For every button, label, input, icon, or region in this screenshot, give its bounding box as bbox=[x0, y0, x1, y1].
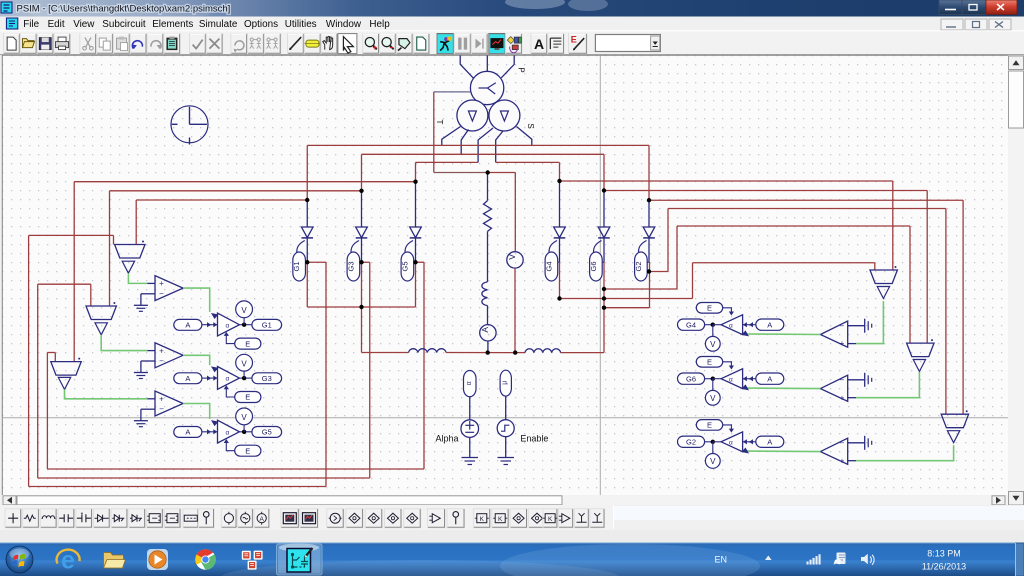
svg-text:α: α bbox=[729, 376, 733, 383]
svg-text:G5: G5 bbox=[262, 428, 272, 437]
svg-text:V: V bbox=[241, 413, 247, 422]
svg-text:−: − bbox=[840, 439, 845, 448]
svg-text:Help: Help bbox=[369, 19, 390, 30]
svg-text:K: K bbox=[480, 516, 485, 523]
svg-text:α: α bbox=[226, 376, 230, 383]
svg-text:A: A bbox=[534, 36, 544, 52]
svg-text:E: E bbox=[245, 393, 250, 402]
svg-text:A: A bbox=[767, 320, 772, 329]
svg-text:G6: G6 bbox=[686, 374, 696, 383]
svg-text:μ: μ bbox=[502, 381, 509, 385]
svg-text:A: A bbox=[260, 516, 265, 523]
svg-text:G4: G4 bbox=[686, 320, 696, 329]
svg-text:S: S bbox=[526, 123, 535, 128]
svg-text:V: V bbox=[710, 457, 716, 466]
svg-text:−: − bbox=[159, 289, 164, 298]
svg-text:Enable: Enable bbox=[520, 434, 548, 444]
svg-text:A: A bbox=[480, 327, 490, 333]
svg-text:α: α bbox=[226, 322, 230, 329]
svg-text:G4: G4 bbox=[544, 261, 553, 271]
svg-text:−: − bbox=[159, 356, 164, 365]
svg-text:α: α bbox=[729, 322, 733, 329]
svg-text:View: View bbox=[73, 19, 95, 30]
svg-text:α: α bbox=[466, 381, 473, 385]
svg-text:E: E bbox=[707, 421, 712, 430]
svg-text:G1: G1 bbox=[262, 321, 272, 330]
svg-text:V: V bbox=[710, 340, 716, 349]
svg-text:E: E bbox=[707, 358, 712, 367]
svg-text:File: File bbox=[23, 19, 39, 30]
svg-text:+: + bbox=[159, 346, 164, 355]
svg-text:Alpha: Alpha bbox=[436, 434, 459, 444]
svg-text:A: A bbox=[185, 428, 190, 437]
svg-text:E: E bbox=[245, 339, 250, 348]
svg-text:Elements: Elements bbox=[152, 19, 193, 30]
svg-text:A: A bbox=[185, 374, 190, 383]
svg-text:Subcircuit: Subcircuit bbox=[102, 19, 146, 30]
svg-text:E: E bbox=[707, 304, 712, 313]
svg-text:+: + bbox=[840, 393, 845, 402]
svg-text:Window: Window bbox=[326, 19, 362, 30]
svg-text:11/26/2013: 11/26/2013 bbox=[922, 562, 966, 572]
svg-text:V: V bbox=[241, 360, 247, 369]
svg-text:E: E bbox=[571, 35, 577, 45]
svg-text:V: V bbox=[507, 254, 517, 260]
svg-text:G1: G1 bbox=[292, 261, 301, 271]
svg-text:+: + bbox=[159, 395, 164, 404]
svg-text:+: + bbox=[840, 456, 845, 465]
svg-text:T: T bbox=[435, 120, 444, 125]
svg-text:EN: EN bbox=[715, 555, 728, 565]
svg-text:PSIM - [C:\Users\thangdkt\Desk: PSIM - [C:\Users\thangdkt\Desktop\xam2.p… bbox=[17, 3, 231, 14]
svg-text:V: V bbox=[241, 306, 247, 315]
svg-text:G5: G5 bbox=[400, 261, 409, 271]
svg-text:−: − bbox=[159, 405, 164, 414]
svg-text:G2: G2 bbox=[686, 437, 696, 446]
svg-text:+: + bbox=[159, 279, 164, 288]
svg-text:P: P bbox=[517, 67, 526, 72]
svg-text:G2: G2 bbox=[634, 261, 643, 271]
svg-text:G3: G3 bbox=[262, 374, 272, 383]
svg-text:α: α bbox=[729, 439, 733, 446]
svg-text:Options: Options bbox=[244, 19, 278, 30]
svg-text:A: A bbox=[767, 437, 772, 446]
svg-text:V: V bbox=[710, 394, 716, 403]
svg-text:K: K bbox=[548, 516, 553, 523]
svg-text:G3: G3 bbox=[346, 261, 355, 271]
svg-text:A: A bbox=[185, 321, 190, 330]
svg-text:A: A bbox=[767, 374, 772, 383]
svg-text:α: α bbox=[226, 429, 230, 436]
svg-text:Utilities: Utilities bbox=[285, 19, 317, 30]
svg-text:E: E bbox=[245, 446, 250, 455]
svg-text:Edit: Edit bbox=[48, 19, 65, 30]
svg-text:Simulate: Simulate bbox=[199, 19, 238, 30]
svg-text:e: e bbox=[61, 547, 75, 575]
svg-text:G6: G6 bbox=[589, 261, 598, 271]
svg-text:+: + bbox=[840, 339, 845, 348]
svg-text:−: − bbox=[840, 376, 845, 385]
svg-text:8:13 PM: 8:13 PM bbox=[927, 549, 961, 559]
svg-text:K: K bbox=[498, 516, 503, 523]
svg-text:PSIM - [C:\Users\thangdkt\Desk: PSIM - [C:\Users\thangdkt\Desktop\xam2.p… bbox=[17, 3, 231, 14]
svg-text:−: − bbox=[840, 321, 845, 330]
